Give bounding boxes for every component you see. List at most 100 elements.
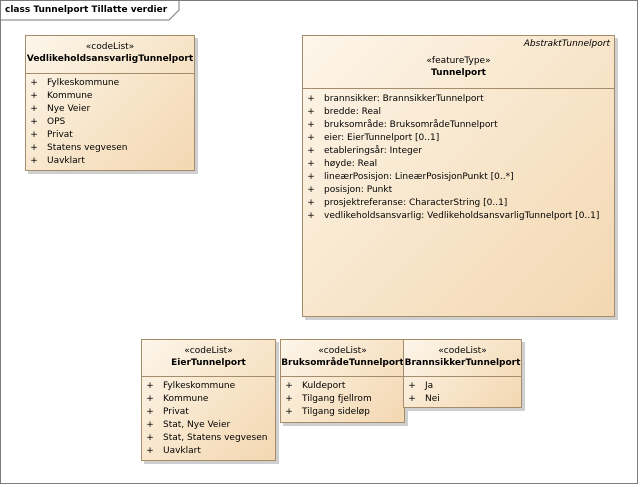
visibility-marker: + xyxy=(307,107,315,117)
attribute-text: Fylkeskommune xyxy=(163,381,236,391)
attribute-row[interactable]: + bruksområde: BruksområdeTunnelport xyxy=(303,119,614,132)
attribute-row[interactable]: +Uavklart xyxy=(142,445,275,458)
visibility-marker: + xyxy=(307,94,315,104)
attribute-row[interactable]: + Kommune xyxy=(142,393,275,406)
class-brannsikker-tunnelport[interactable]: «codeList» BrannsikkerTunnelport +Ja+Nei xyxy=(403,339,522,408)
class-name: BrannsikkerTunnelport xyxy=(404,358,521,368)
diagram-title: class Tunnelport Tillatte verdier xyxy=(5,5,168,15)
attribute-row[interactable]: +Uavklart xyxy=(26,155,194,168)
attribute-row[interactable]: +Stat, Nye Veier xyxy=(142,419,275,432)
class-name: BruksområdeTunnelport xyxy=(281,358,404,368)
visibility-marker: + xyxy=(146,381,154,391)
visibility-marker: + xyxy=(30,78,38,88)
visibility-marker: + xyxy=(30,104,38,114)
attribute-row[interactable]: + Privat xyxy=(26,129,194,142)
class-eier-tunnelport[interactable]: «codeList» EierTunnelport + Fylkeskommune… xyxy=(141,339,276,461)
attribute-row[interactable]: +bredde: Real xyxy=(303,106,614,119)
attribute-row[interactable]: + Kuldeport xyxy=(281,380,404,393)
visibility-marker: + xyxy=(30,130,38,140)
attribute-text: Fylkeskommune xyxy=(47,78,120,88)
attribute-text: Kommune xyxy=(163,394,209,404)
stereotype-label: «codeList» xyxy=(318,346,367,356)
attribute-text: prosjektreferanse: CharacterString [0..1… xyxy=(324,198,508,208)
attribute-row[interactable]: + Statens vegvesen xyxy=(26,142,194,155)
visibility-marker: + xyxy=(307,120,315,130)
compartment-divider xyxy=(281,376,404,377)
visibility-marker: + xyxy=(285,381,293,391)
visibility-marker: + xyxy=(307,159,315,169)
attribute-text: Tilgang sideløp xyxy=(302,407,370,417)
visibility-marker: + xyxy=(30,156,38,166)
stereotype-label: «codeList» xyxy=(438,346,487,356)
attribute-text: Tilgang fjellrom xyxy=(302,394,372,404)
visibility-marker: + xyxy=(307,198,315,208)
attribute-row[interactable]: + posisjon: Punkt xyxy=(303,184,614,197)
attribute-text: Privat xyxy=(163,407,189,417)
attribute-row[interactable]: +lineærPosisjon: LineærPosisjonPunkt [0.… xyxy=(303,171,614,184)
compartment-divider xyxy=(404,376,521,377)
compartment-divider xyxy=(142,376,275,377)
attribute-row[interactable]: + høyde: Real xyxy=(303,158,614,171)
attribute-text: Kuldeport xyxy=(302,381,346,391)
attribute-text: Uavklart xyxy=(163,446,201,456)
attribute-row[interactable]: +Nei xyxy=(404,393,521,406)
attribute-text: vedlikeholdsansvarlig: Vedlikeholdsansva… xyxy=(324,211,600,221)
attribute-row[interactable]: +vedlikeholdsansvarlig: Vedlikeholdsansv… xyxy=(303,210,614,223)
class-name: EierTunnelport xyxy=(171,358,246,368)
visibility-marker: + xyxy=(146,420,154,430)
attribute-row[interactable]: +eier: EierTunnelport [0..1] xyxy=(303,132,614,145)
compartment-divider xyxy=(303,88,614,89)
diagram-title-tab xyxy=(1,1,180,21)
attribute-row[interactable]: +Nye Veier xyxy=(26,103,194,116)
visibility-marker: + xyxy=(30,117,38,127)
attribute-text: Nei xyxy=(425,394,440,404)
visibility-marker: + xyxy=(146,394,154,404)
parent-class-label: AbstraktTunnelport xyxy=(523,39,610,49)
class-name: Tunnelport xyxy=(431,68,486,78)
stereotype-label: «codeList» xyxy=(85,42,135,52)
visibility-marker: + xyxy=(30,91,38,101)
attribute-row[interactable]: + etableringsår: Integer xyxy=(303,145,614,158)
attribute-text: brannsikker: BrannsikkerTunnelport xyxy=(324,94,484,104)
attribute-row[interactable]: + Privat xyxy=(142,406,275,419)
stereotype-label: «featureType» xyxy=(426,56,491,66)
attribute-row[interactable]: +Stat, Statens vegvesen xyxy=(142,432,275,445)
visibility-marker: + xyxy=(408,381,416,391)
attribute-text: posisjon: Punkt xyxy=(324,185,393,195)
class-name: VedlikeholdsansvarligTunnelport xyxy=(26,54,194,64)
attribute-compartment: + brannsikker: BrannsikkerTunnelport +bred… xyxy=(303,93,614,223)
visibility-marker: + xyxy=(307,146,315,156)
attribute-row[interactable]: +Ja xyxy=(404,380,521,393)
attribute-text: høyde: Real xyxy=(324,159,378,169)
attribute-text: OPS xyxy=(47,117,66,127)
attribute-row[interactable]: + Fylkeskommune xyxy=(26,77,194,90)
attribute-text: eier: EierTunnelport [0..1] xyxy=(324,133,440,143)
class-tunnelport[interactable]: AbstraktTunnelport «featureType» Tunnelp… xyxy=(302,35,615,317)
visibility-marker: + xyxy=(285,394,293,404)
attribute-text: bruksområde: BruksområdeTunnelport xyxy=(324,120,498,130)
attribute-text: lineærPosisjon: LineærPosisjonPunkt [0..… xyxy=(324,172,514,182)
attribute-compartment: +Fylkeskommune+Kommune+Nye Veier+OPS+Pri… xyxy=(26,77,194,168)
attribute-row[interactable]: + brannsikker: BrannsikkerTunnelport xyxy=(303,93,614,106)
attribute-row[interactable]: + prosjektreferanse: CharacterString [0..… xyxy=(303,197,614,210)
visibility-marker: + xyxy=(146,407,154,417)
visibility-marker: + xyxy=(30,143,38,153)
attribute-compartment: + Fylkeskommune + Kommune + Privat +Stat, Nye … xyxy=(142,380,275,458)
visibility-marker: + xyxy=(307,185,315,195)
attribute-compartment: +Ja+Nei xyxy=(404,380,521,406)
class-vedlikeholdsansvarlig-tunnelport[interactable]: «codeList» VedlikeholdsansvarligTunnelpo… xyxy=(25,35,195,171)
compartment-divider xyxy=(26,73,194,74)
attribute-row[interactable]: + OPS xyxy=(26,116,194,129)
attribute-compartment: + Kuldeport + Tilgang fjellrom +Tilgang side… xyxy=(281,380,404,419)
attribute-text: Statens vegvesen xyxy=(47,143,128,153)
attribute-text: Privat xyxy=(47,130,73,140)
attribute-row[interactable]: + Fylkeskommune xyxy=(142,380,275,393)
stereotype-label: «codeList» xyxy=(184,346,233,356)
visibility-marker: + xyxy=(146,433,154,443)
class-bruksomrade-tunnelport[interactable]: «codeList» BruksområdeTunnelport + Kuldep… xyxy=(280,339,405,423)
attribute-row[interactable]: + Tilgang fjellrom xyxy=(281,393,404,406)
attribute-text: etableringsår: Integer xyxy=(324,146,422,156)
attribute-row[interactable]: +Kommune xyxy=(26,90,194,103)
attribute-row[interactable]: +Tilgang sideløp xyxy=(281,406,404,419)
